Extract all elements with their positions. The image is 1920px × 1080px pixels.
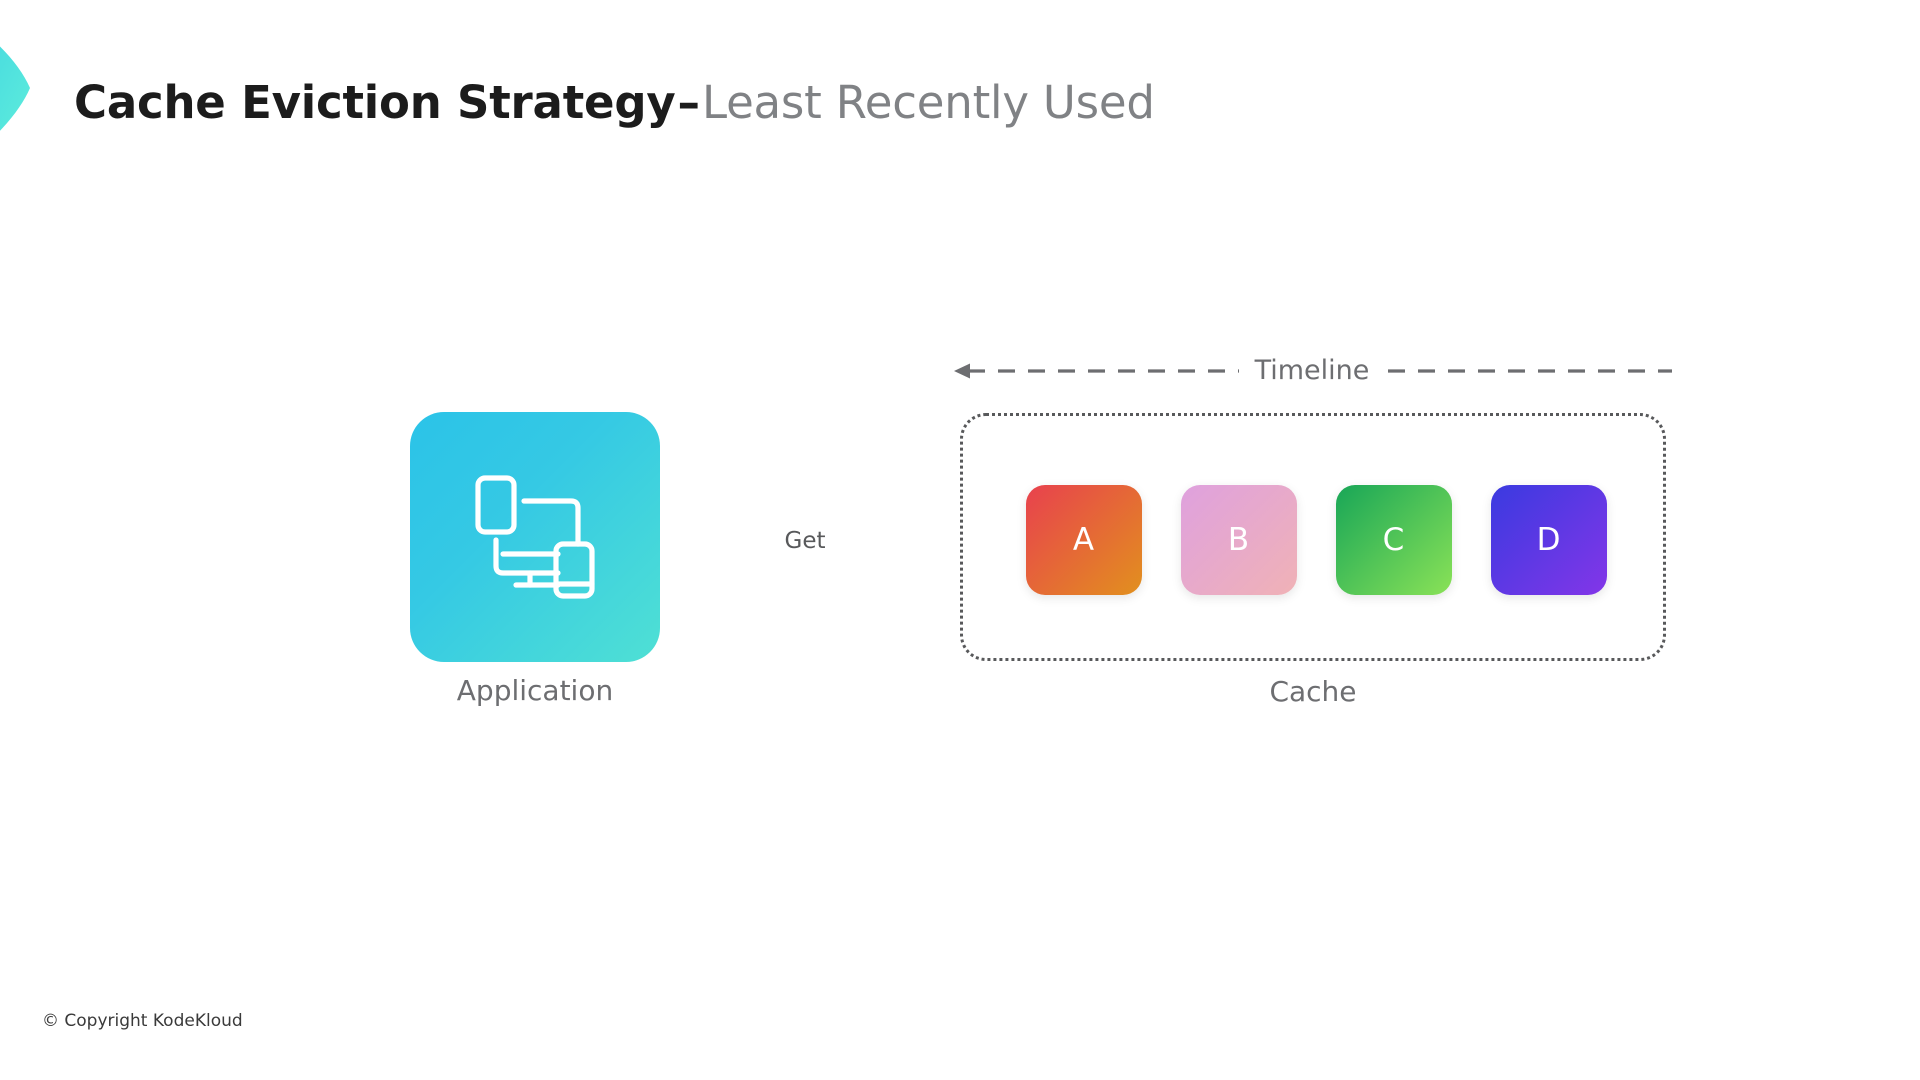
get-arrow-label-wrap: Get (690, 518, 920, 564)
chevron-brand-mark (0, 46, 30, 131)
cache-item[interactable]: D (1490, 485, 1607, 595)
cache-item[interactable]: A (1025, 485, 1142, 595)
cache-label: Cache (1269, 675, 1357, 708)
application-node: Application (410, 412, 660, 707)
cache-item-label: D (1536, 522, 1561, 558)
cache-item-label: A (1072, 522, 1095, 558)
get-arrow: Get (690, 518, 920, 564)
brand-mark (0, 8, 66, 173)
title-separator: – (677, 76, 700, 129)
cache-items: A B C D (963, 416, 1669, 664)
timeline: Timeline (952, 348, 1672, 394)
title-main: Cache Eviction Strategy (74, 76, 676, 129)
cache-item-label: B (1227, 522, 1250, 558)
timeline-arrow-icon (954, 363, 1672, 379)
title-subtitle: Least Recently Used (701, 76, 1155, 129)
devices-icon (475, 475, 595, 599)
page-title: Cache Eviction Strategy–Least Recently U… (74, 76, 1155, 129)
application-tile (410, 412, 660, 662)
application-label: Application (456, 674, 614, 707)
get-arrow-label: Get (774, 528, 836, 554)
footer-copyright: © Copyright KodeKloud (42, 1011, 243, 1031)
cache-container: A B C D (960, 413, 1666, 661)
cache-item[interactable]: C (1335, 485, 1452, 595)
cache-item-label: C (1382, 522, 1405, 558)
cache-item[interactable]: B (1180, 485, 1297, 595)
